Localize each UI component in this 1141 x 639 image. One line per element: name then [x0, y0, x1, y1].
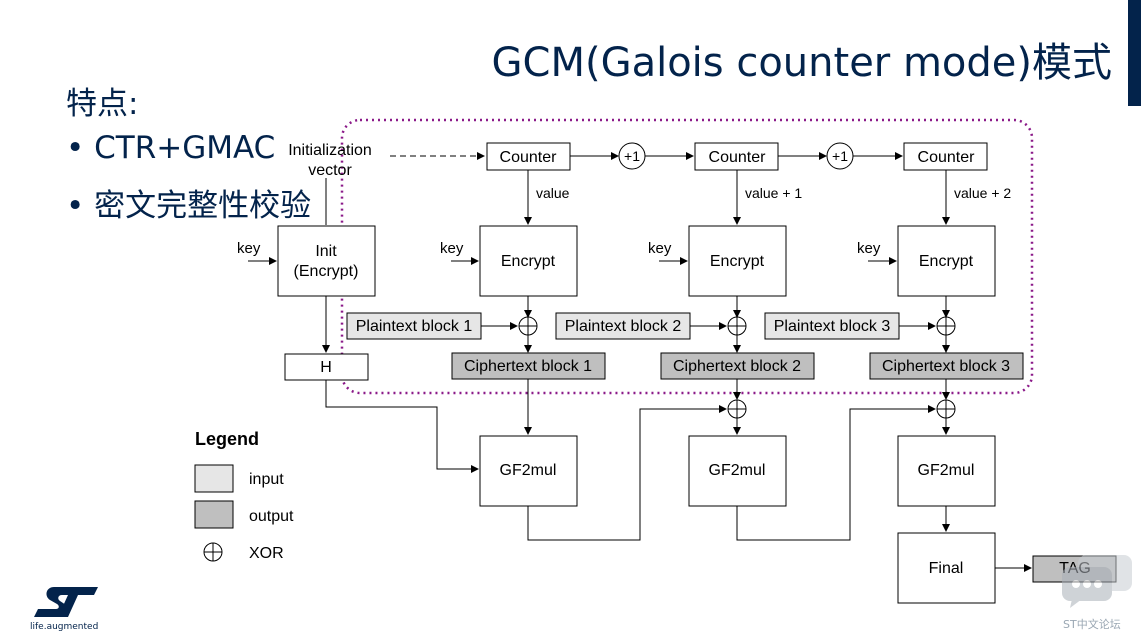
final-box — [897, 532, 996, 604]
key-label-1: key — [440, 240, 464, 257]
bullet-ctr-gmac: • CTR+GMAC — [66, 130, 276, 166]
value-label-1: value — [536, 185, 570, 201]
watermark-text: ST中文论坛 — [1063, 618, 1121, 631]
legend-xor-label: XOR — [249, 545, 284, 562]
ciphertext-label-2: Ciphertext block 2 — [673, 358, 801, 375]
ciphertext-block-3 — [869, 352, 1024, 380]
init-encrypt-box — [277, 225, 376, 297]
features-heading: 特点: — [66, 86, 139, 122]
st-logo — [34, 587, 98, 617]
xor-node-2 — [727, 316, 747, 336]
encrypt-label-2: Encrypt — [710, 253, 765, 270]
gf2mul-label-2: GF2mul — [709, 462, 766, 479]
legend-input-swatch — [194, 464, 234, 493]
auth-xor-node-2 — [936, 399, 956, 419]
legend-output-swatch — [194, 500, 234, 529]
bullet-integrity-check: • 密文完整性校验 — [66, 188, 312, 224]
gf2mul-label-1: GF2mul — [500, 462, 557, 479]
ciphertext-label-3: Ciphertext block 3 — [882, 358, 1010, 375]
ciphertext-block-1 — [451, 352, 606, 380]
gf2mul2-to-xor-path — [736, 405, 936, 541]
legend-output-label: output — [249, 508, 294, 525]
counter-label-1: Counter — [500, 149, 558, 166]
plaintext-block-3 — [764, 312, 900, 340]
xor-node-1 — [518, 316, 538, 336]
key-label-3: key — [857, 240, 881, 257]
init-label-line1: Init — [315, 243, 337, 260]
plaintext-label-2: Plaintext block 2 — [565, 318, 682, 335]
encrypt-label-1: Encrypt — [501, 253, 556, 270]
h-to-gf2mul1-path — [325, 380, 479, 473]
forum-watermark-icon — [1062, 555, 1132, 608]
h-box — [284, 353, 369, 381]
increment-label-2: +1 — [832, 148, 848, 164]
gf2mul-box-1 — [479, 435, 578, 507]
init-key-label: key — [237, 240, 261, 257]
legend-xor-icon — [203, 542, 223, 562]
encrypt-box-3 — [897, 225, 996, 297]
encrypt-box-1 — [479, 225, 578, 297]
counter-box-1 — [486, 142, 571, 171]
iv-label-line1: Initialization — [288, 142, 372, 159]
final-label: Final — [929, 560, 964, 577]
counter-box-3 — [903, 142, 988, 171]
value-label-3: value + 2 — [954, 185, 1011, 201]
slide-title: GCM(Galois counter mode)模式 — [491, 40, 1112, 86]
value-label-2: value + 1 — [745, 185, 802, 201]
logo-tagline: life.augmented — [30, 622, 99, 632]
gf2mul1-to-xor-path — [527, 405, 727, 541]
gf2mul-box-2 — [688, 435, 787, 507]
counter-label-3: Counter — [918, 149, 976, 166]
legend-title: Legend — [195, 429, 259, 449]
plaintext-label-3: Plaintext block 3 — [774, 318, 891, 335]
legend-input-label: input — [249, 471, 284, 488]
title-accent-bar — [1128, 0, 1141, 106]
ciphertext-label-1: Ciphertext block 1 — [464, 358, 592, 375]
init-label-line2: (Encrypt) — [294, 263, 359, 280]
ciphertext-block-2 — [660, 352, 815, 380]
key-label-2: key — [648, 240, 672, 257]
plaintext-block-2 — [555, 312, 691, 340]
encrypt-label-3: Encrypt — [919, 253, 974, 270]
plaintext-label-1: Plaintext block 1 — [356, 318, 473, 335]
iv-label-line2: vector — [308, 162, 352, 179]
increment-label-1: +1 — [624, 148, 640, 164]
counter-label-2: Counter — [709, 149, 767, 166]
encrypt-box-2 — [688, 225, 787, 297]
auth-xor-node-1 — [727, 399, 747, 419]
xor-node-3 — [936, 316, 956, 336]
gf2mul-label-3: GF2mul — [918, 462, 975, 479]
h-label: H — [320, 359, 332, 376]
gf2mul-box-3 — [897, 435, 996, 507]
